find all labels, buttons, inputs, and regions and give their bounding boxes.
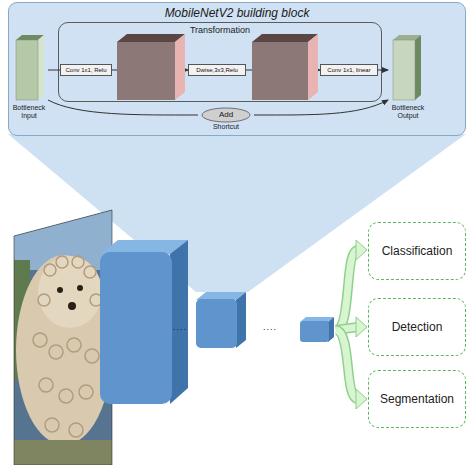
add-node: AddShortcut [198,107,254,135]
photo-frame [14,210,112,465]
node-label: Add [198,107,254,123]
task-fan-arrows [336,240,367,409]
ellipsis-label: .... [173,322,187,332]
fan-arrow-head [356,389,367,409]
dog-nose [68,302,76,310]
block-side [170,240,188,404]
feature-block [100,240,188,404]
dwise-op-box: Dwise,3x3,Relu [188,64,246,76]
node-label: Bottleneck Input [5,104,53,120]
node-label: Transformation [59,25,381,35]
block-front [196,299,237,348]
dog-head [38,256,102,328]
dog-curls [33,256,102,437]
block-side [236,292,246,348]
block-front [300,321,329,342]
photo-ground [0,440,120,465]
fan-arrow-fill [336,330,358,399]
node-label: Classification [382,244,453,258]
node-sublabel: Shortcut [194,123,258,130]
conv-op-box: Conv 1x1, linear [320,64,378,76]
transformation-box: TransformationConv 1x1, Relu Dwise,3x3,Re… [58,22,382,102]
node-label: Segmentation [380,392,454,406]
node-label: Detection [392,320,443,334]
block-front [100,252,172,404]
dog-eye [57,287,63,293]
fan-arrow-head [356,317,367,337]
node-label: Dwise,3x3,Relu [196,65,238,75]
bottleneck-input: Bottleneck Input [10,34,48,120]
conv-op-box: Conv 1x1, Relu [60,64,112,76]
node-label: MobileNetV2 building block [9,6,465,20]
feature-block [300,317,334,342]
node-label: Bottleneck Output [383,104,433,120]
node-label: Conv 1x1, Relu [65,65,106,75]
zoom-funnel [8,134,466,292]
task-box: Classification [368,222,466,280]
fan-arrow-outline [336,330,358,399]
bottleneck-output: Bottleneck Output [388,34,428,120]
dog-eye [77,285,83,291]
task-box: Segmentation [368,370,466,428]
node-label: Conv 1x1, linear [327,65,370,75]
ellipsis-label: .... [263,322,277,332]
callout-region: MobileNetV2 building blockBottleneck Inp… [8,2,466,136]
fan-arrow-fill [336,250,358,330]
dog-body [16,255,112,445]
feature-block [196,292,246,348]
task-box: Detection [368,298,466,356]
fan-arrow-outline [336,250,358,330]
fan-arrow-head [356,240,367,260]
